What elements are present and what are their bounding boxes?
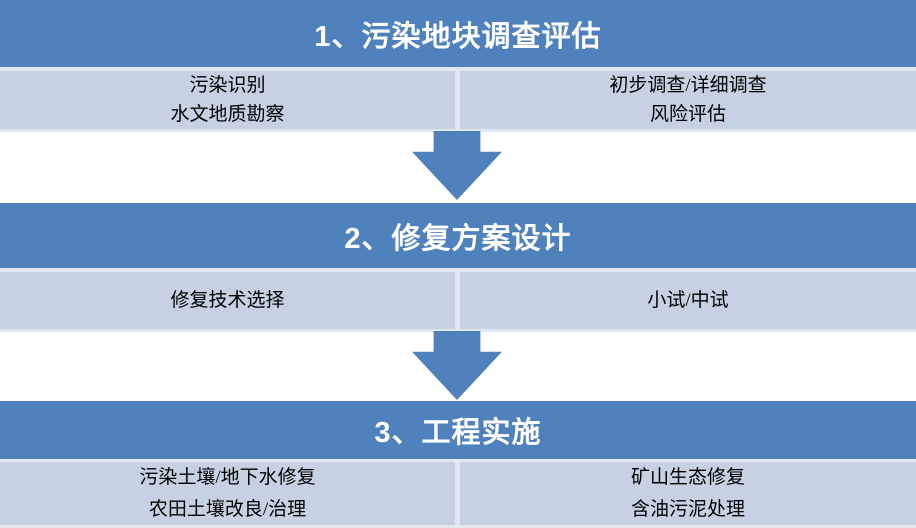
stage-1-header: 1、污染地块调查评估 — [0, 0, 916, 67]
column-divider — [455, 462, 460, 525]
stage-3-header: 3、工程实施 — [0, 401, 916, 459]
stage-3-header-divider — [0, 459, 916, 462]
stage-3-left-cell: 污染土壤/地下水修复 农田土壤改良/治理 — [0, 462, 455, 525]
stage-1-header-divider — [0, 67, 916, 71]
stage-3-bottom-divider — [0, 525, 916, 528]
column-divider — [455, 71, 460, 129]
stage-2-right-cell: 小试/中试 — [460, 272, 916, 329]
stage-1-cells: 污染识别 水文地质勘察 初步调查/详细调查 风险评估 — [0, 71, 916, 129]
stage-2-title: 2、修复方案设计 — [344, 222, 572, 255]
cell-item: 小试/中试 — [647, 290, 729, 311]
down-arrow-icon — [412, 131, 502, 200]
stage-3-title: 3、工程实施 — [374, 417, 542, 449]
stage-1-bottom-divider — [0, 129, 916, 132]
cell-item: 水文地质勘察 — [170, 104, 285, 125]
stage-1-title: 1、污染地块调查评估 — [314, 20, 602, 53]
cell-item: 初步调查/详细调查 — [609, 75, 767, 96]
cell-item: 农田土壤改良/治理 — [148, 498, 307, 520]
cell-item: 污染识别 — [189, 75, 266, 96]
column-divider — [455, 272, 460, 329]
stage-2-bottom-divider — [0, 329, 916, 332]
stage-2-cells: 修复技术选择 小试/中试 — [0, 272, 916, 329]
down-arrow-icon — [412, 331, 502, 400]
stage-2-header-divider — [0, 268, 916, 272]
stage-2-header: 2、修复方案设计 — [0, 203, 916, 268]
stage-3-cells: 污染土壤/地下水修复 农田土壤改良/治理 矿山生态修复 含油污泥处理 — [0, 462, 916, 525]
stage-2-left-cell: 修复技术选择 — [0, 272, 455, 329]
cell-item: 修复技术选择 — [170, 290, 285, 311]
stage-1-right-cell: 初步调查/详细调查 风险评估 — [460, 71, 916, 129]
cell-item: 风险评估 — [649, 104, 726, 125]
stage-1-left-cell: 污染识别 水文地质勘察 — [0, 71, 455, 129]
cell-item: 含油污泥处理 — [630, 498, 745, 520]
cell-item: 污染土壤/地下水修复 — [139, 467, 316, 489]
cell-item: 矿山生态修复 — [630, 467, 745, 489]
stage-3-right-cell: 矿山生态修复 含油污泥处理 — [460, 462, 916, 525]
